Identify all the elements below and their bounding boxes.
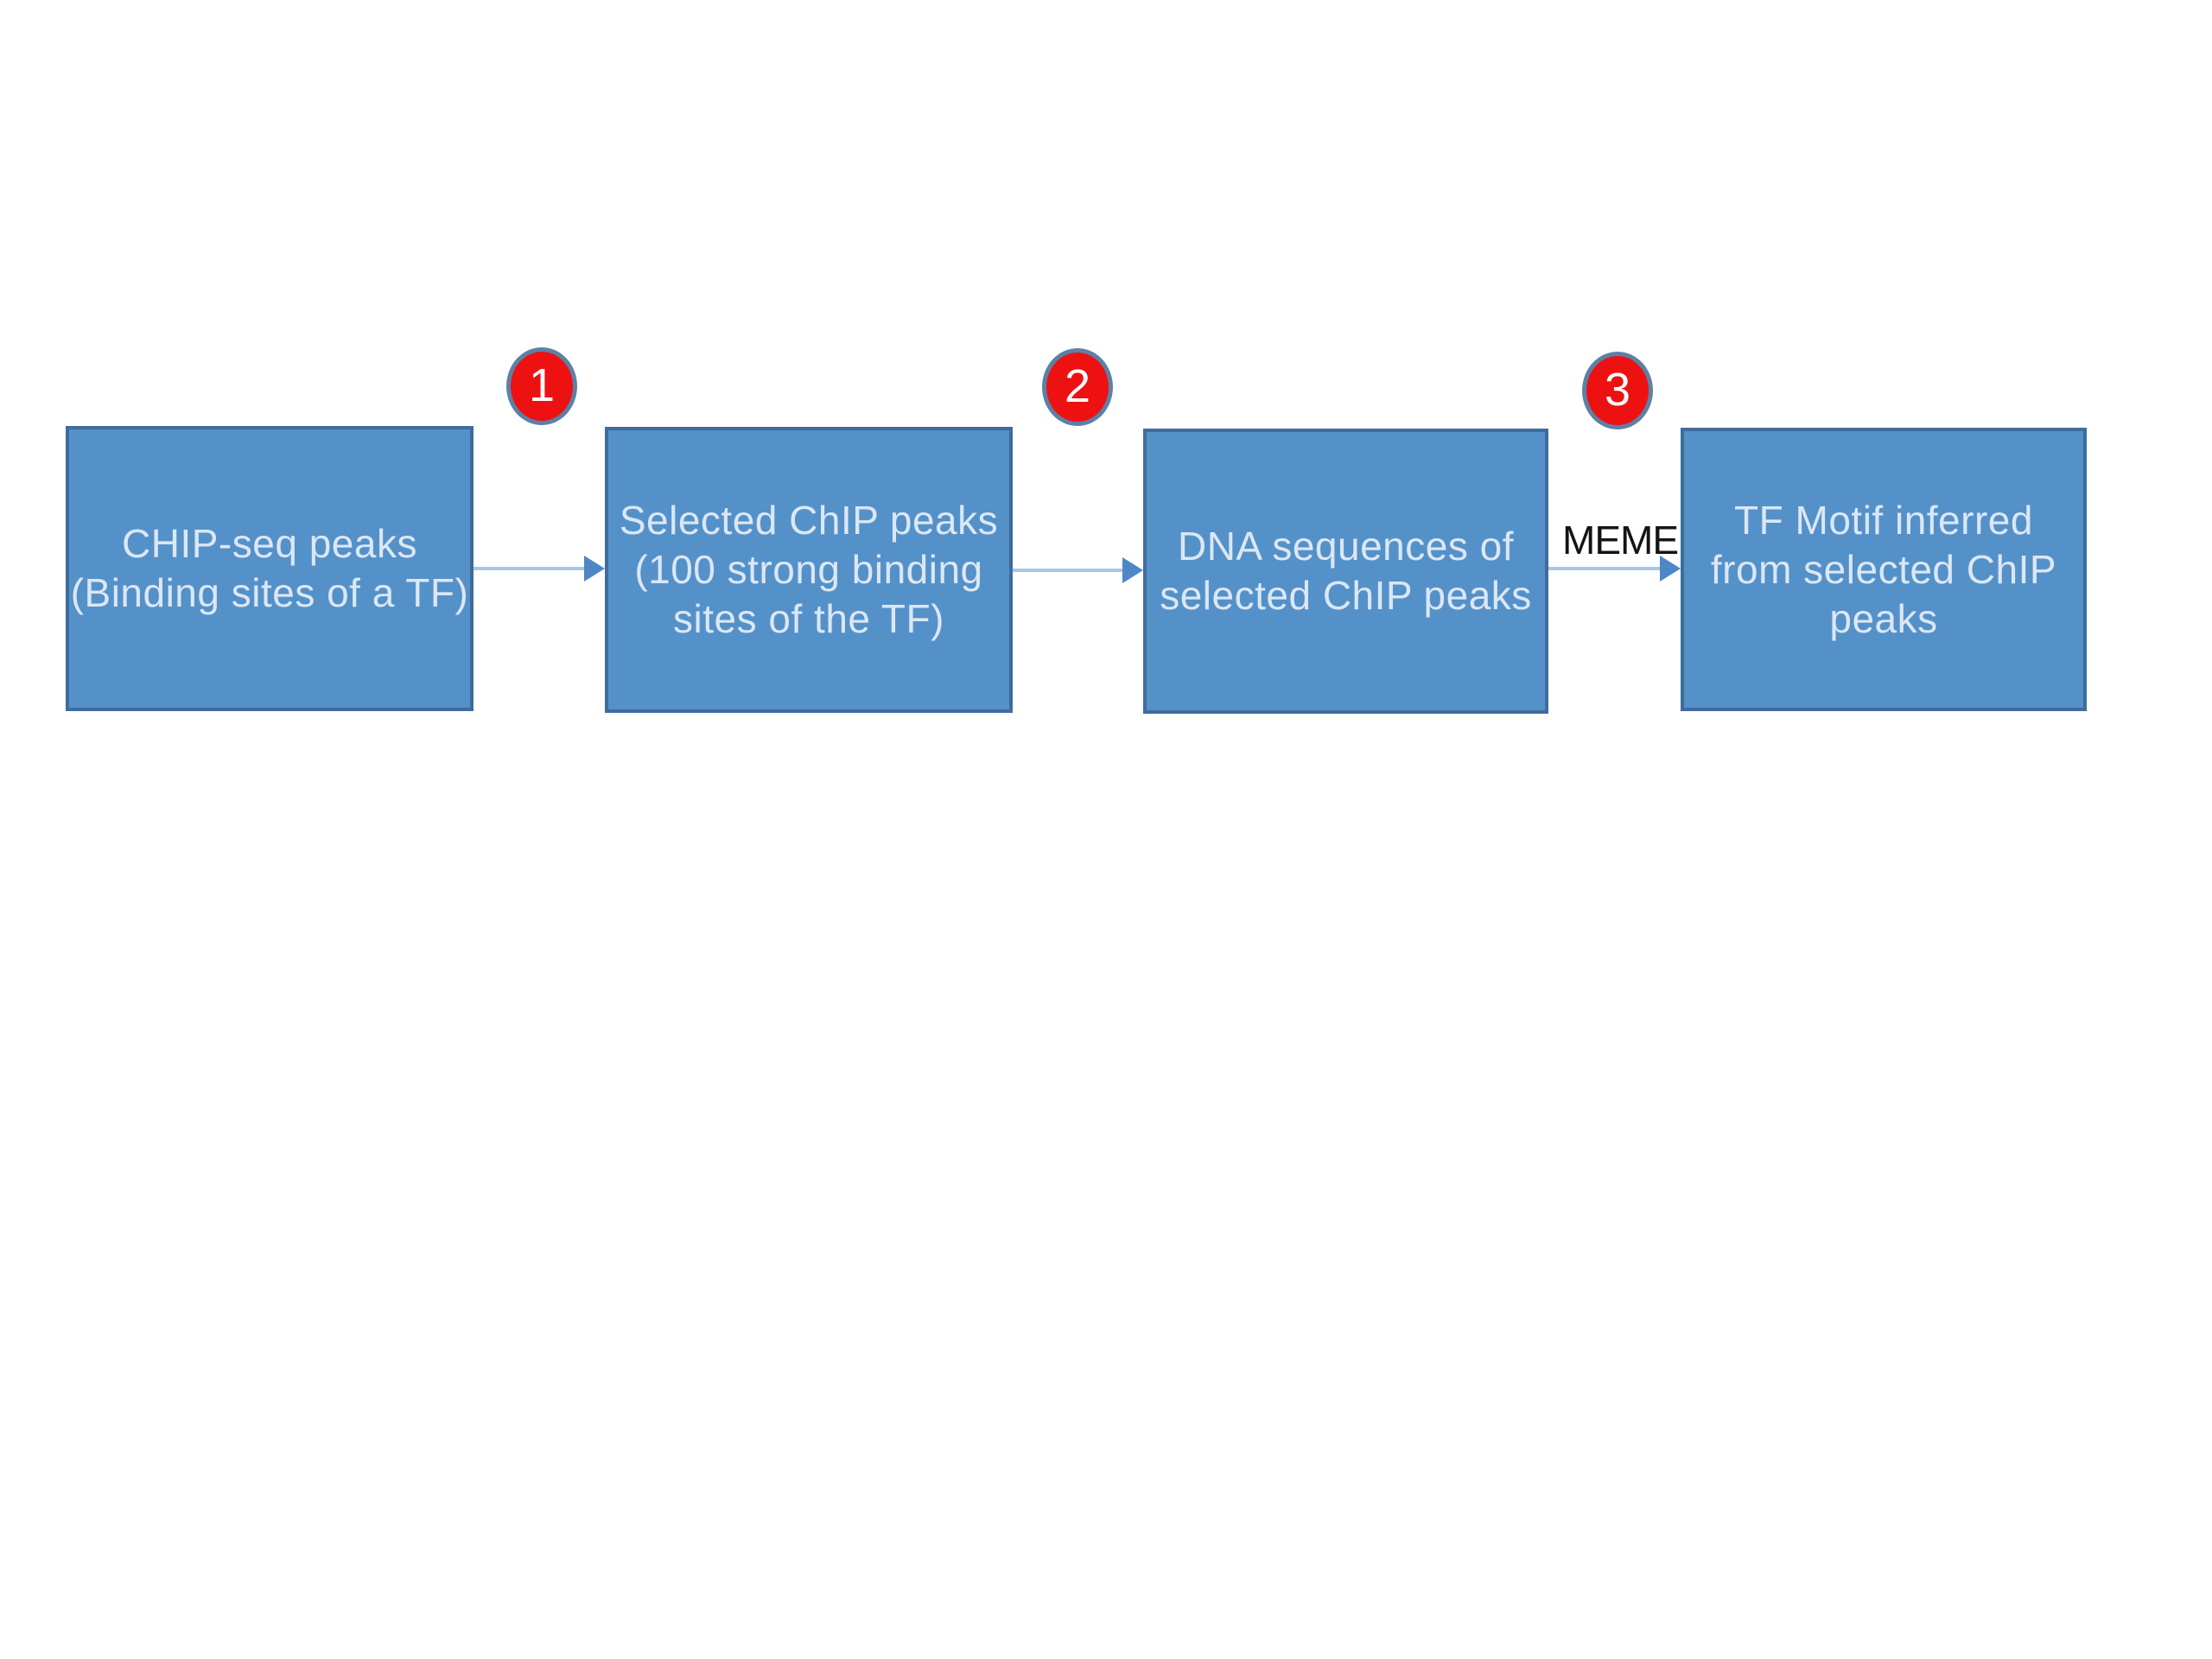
flow-box-dna-sequences: DNA sequences of selected ChIP peaks: [1143, 429, 1548, 714]
step-badge-3-number: 3: [1604, 364, 1631, 416]
arrow-line: [474, 567, 586, 570]
flow-box-selected-chip-peaks-label: Selected ChIP peaks (100 strong binding …: [619, 498, 999, 641]
flow-box-selected-chip-peaks: Selected ChIP peaks (100 strong binding …: [605, 427, 1013, 713]
step-badge-2-number: 2: [1064, 360, 1091, 412]
arrow-head-right-icon: [584, 556, 605, 582]
step-badge-1: 1: [506, 347, 577, 425]
flow-arrow-2: [1013, 557, 1143, 583]
flow-box-chip-seq-peaks: CHIP-seq peaks (Binding sites of a TF): [66, 426, 474, 711]
flow-box-tf-motif: TF Motif inferred from selected ChIP pea…: [1681, 428, 2087, 711]
flow-box-tf-motif-label: TF Motif inferred from selected ChIP pea…: [1710, 497, 2057, 641]
arrow-head-right-icon: [1660, 556, 1681, 582]
step-badge-1-number: 1: [528, 359, 556, 411]
arrow-line: [1548, 567, 1662, 570]
flow-box-dna-sequences-label: DNA sequences of selected ChIP peaks: [1160, 524, 1532, 618]
meme-tool-label: MEME: [1562, 518, 1679, 563]
arrow-head-right-icon: [1122, 557, 1143, 583]
arrow-line: [1013, 569, 1124, 572]
flow-arrow-1: [474, 556, 605, 582]
step-badge-3: 3: [1582, 352, 1653, 429]
flow-arrow-3: [1548, 556, 1681, 582]
flow-box-chip-seq-peaks-label: CHIP-seq peaks (Binding sites of a TF): [70, 521, 469, 615]
step-badge-2: 2: [1042, 348, 1113, 426]
